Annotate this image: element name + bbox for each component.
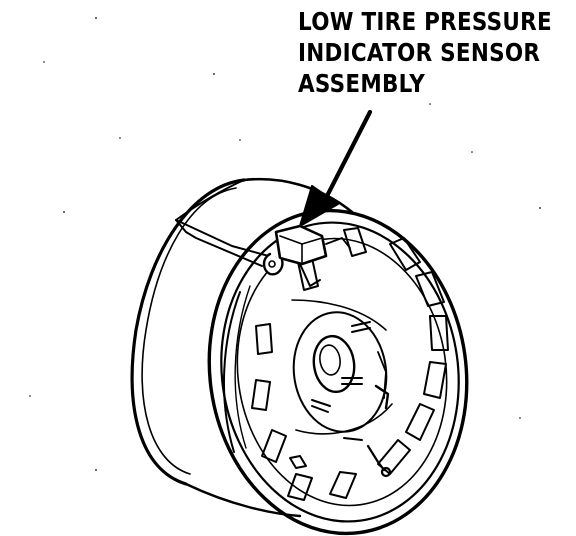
scan-speckle — [29, 17, 541, 471]
valve-stem — [366, 444, 392, 478]
wheel-slots — [251, 227, 449, 501]
leader-arrow — [299, 109, 373, 227]
front-rim — [207, 208, 469, 536]
back-rim — [130, 177, 354, 486]
callout-line-1: LOW TIRE PRESSURE — [298, 7, 552, 36]
pressure-sensor — [262, 224, 351, 287]
bead-seat — [223, 285, 251, 453]
balance-weight — [289, 455, 307, 469]
wheel-hub — [291, 299, 393, 435]
wheel-studs — [311, 321, 390, 441]
callout-line-3: ASSEMBLY — [298, 69, 426, 98]
callout-line-2: INDICATOR SENSOR — [298, 38, 541, 67]
sensor-callout-label: LOW TIRE PRESSURE INDICATOR SENSOR ASSEM… — [298, 6, 552, 99]
sensor-mounting-band — [175, 179, 263, 267]
